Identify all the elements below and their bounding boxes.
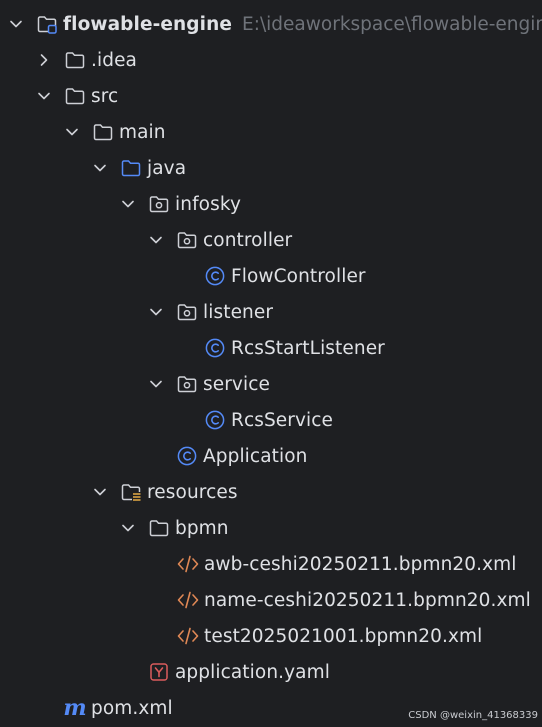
tree-root-row[interactable]: flowable-engine E:\ideaworkspace\flowabl… (0, 6, 542, 42)
chevron-down-icon[interactable] (148, 376, 164, 392)
tree-row[interactable]: RcsService (0, 402, 542, 438)
tree-item-label: resources (147, 481, 238, 503)
tree-row[interactable]: application.yaml (0, 654, 542, 690)
module-folder-icon (36, 13, 58, 35)
tree-item-label: RcsService (231, 409, 334, 431)
tree-item-label: Application (203, 445, 308, 467)
tree-item-label: listener (203, 301, 274, 323)
tree-item-label: pom.xml (91, 697, 173, 719)
resources-folder-icon (120, 481, 142, 503)
tree-item-label: bpmn (175, 517, 229, 539)
chevron-down-icon[interactable] (92, 160, 108, 176)
chevron-down-icon[interactable] (120, 196, 136, 212)
tree-item-label: awb-ceshi20250211.bpmn20.xml (204, 553, 517, 575)
tree-row[interactable]: .idea (0, 42, 542, 78)
tree-row[interactable]: awb-ceshi20250211.bpmn20.xml (0, 546, 542, 582)
project-name: flowable-engine (63, 13, 233, 35)
package-icon (176, 301, 198, 323)
package-icon (176, 373, 198, 395)
tree-row[interactable]: name-ceshi20250211.bpmn20.xml (0, 582, 542, 618)
tree-item-label: application.yaml (175, 661, 330, 683)
tree-row[interactable]: FlowController (0, 258, 542, 294)
tree-item-label: main (119, 121, 166, 143)
tree-row[interactable]: bpmn (0, 510, 542, 546)
tree-item-label: infosky (175, 193, 242, 215)
java-class-icon (204, 337, 226, 359)
tree-row[interactable]: controller (0, 222, 542, 258)
tree-item-label: java (147, 157, 187, 179)
folder-icon (148, 517, 170, 539)
chevron-down-icon[interactable] (8, 16, 24, 32)
chevron-down-icon[interactable] (92, 484, 108, 500)
project-tree: flowable-engine E:\ideaworkspace\flowabl… (0, 6, 542, 726)
maven-icon: m (63, 695, 87, 721)
chevron-down-icon[interactable] (64, 124, 80, 140)
java-class-icon (204, 409, 226, 431)
xml-file-icon (176, 553, 200, 575)
chevron-right-icon[interactable] (36, 52, 52, 68)
source-folder-icon (120, 157, 142, 179)
package-icon (176, 229, 198, 251)
tree-row[interactable]: listener (0, 294, 542, 330)
tree-row[interactable]: service (0, 366, 542, 402)
tree-item-label: controller (203, 229, 293, 251)
package-icon (148, 193, 170, 215)
folder-icon (64, 49, 86, 71)
xml-file-icon (176, 625, 200, 647)
tree-row[interactable]: test2025021001.bpmn20.xml (0, 618, 542, 654)
tree-row[interactable]: src (0, 78, 542, 114)
tree-row[interactable]: java (0, 150, 542, 186)
chevron-down-icon[interactable] (148, 232, 164, 248)
tree-item-label: src (91, 85, 119, 107)
tree-row[interactable]: infosky (0, 186, 542, 222)
tree-row[interactable]: Application (0, 438, 542, 474)
yaml-file-icon (148, 661, 170, 683)
java-class-icon (204, 265, 226, 287)
tree-item-label: .idea (91, 49, 137, 71)
chevron-down-icon[interactable] (148, 304, 164, 320)
java-class-icon (176, 445, 198, 467)
tree-item-label: FlowController (231, 265, 366, 287)
project-path: E:\ideaworkspace\flowable-engine (242, 13, 542, 35)
tree-item-label: RcsStartListener (231, 337, 385, 359)
watermark: CSDN @weixin_41368339 (408, 710, 538, 721)
tree-item-label: test2025021001.bpmn20.xml (204, 625, 483, 647)
tree-item-label: name-ceshi20250211.bpmn20.xml (204, 589, 531, 611)
chevron-down-icon[interactable] (120, 520, 136, 536)
tree-row[interactable]: main (0, 114, 542, 150)
xml-file-icon (176, 589, 200, 611)
folder-icon (64, 85, 86, 107)
tree-item-label: service (203, 373, 270, 395)
chevron-down-icon[interactable] (36, 88, 52, 104)
tree-row[interactable]: RcsStartListener (0, 330, 542, 366)
folder-icon (92, 121, 114, 143)
tree-row[interactable]: resources (0, 474, 542, 510)
